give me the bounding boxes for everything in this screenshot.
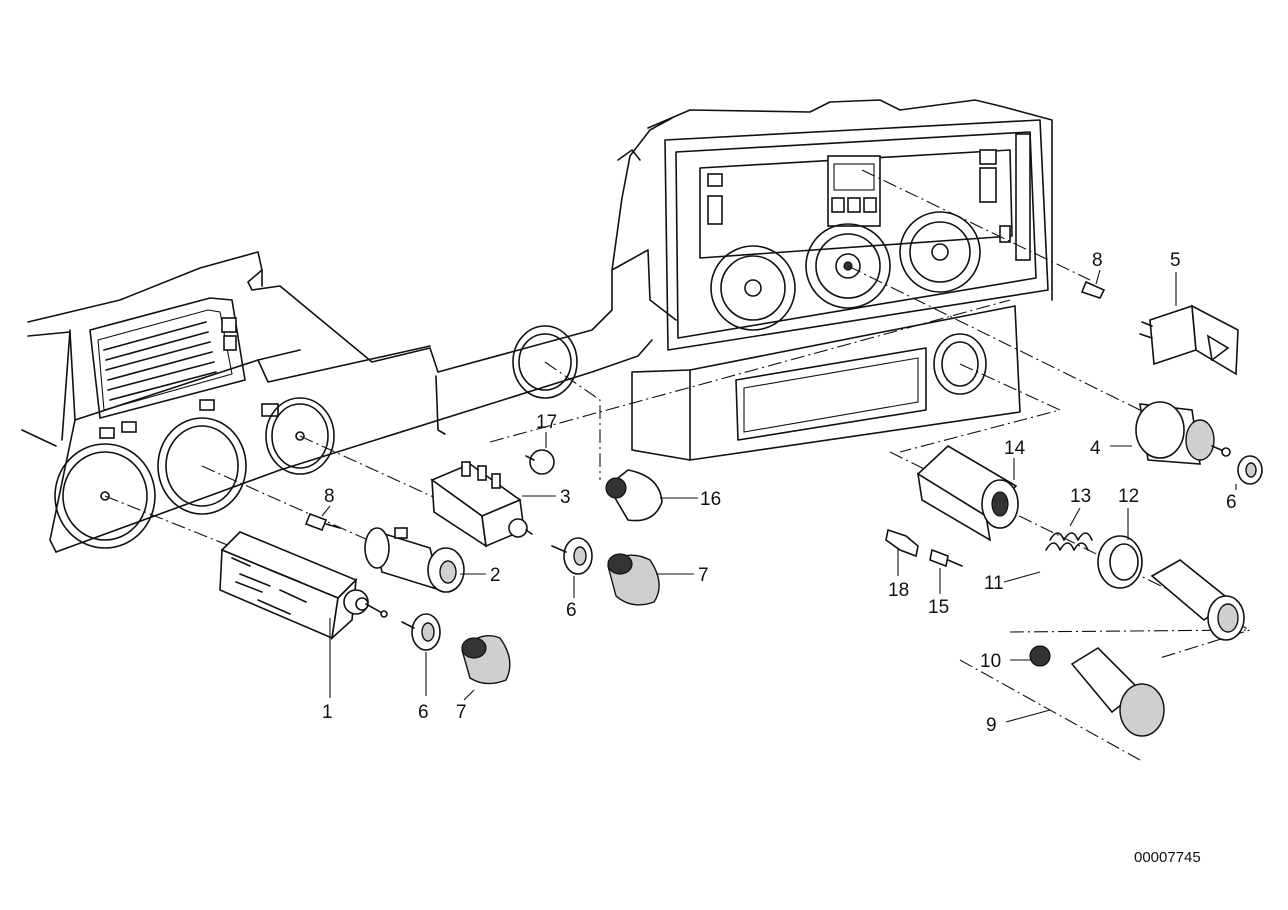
dashboard-left-panel: [21, 117, 673, 553]
callout-12: 12: [1118, 486, 1139, 507]
callout-16: 16: [700, 489, 721, 510]
callout-8-right: 8: [1092, 250, 1103, 271]
center-console: [611, 99, 1053, 461]
part-18-bulb-holder: [885, 528, 919, 558]
callout-18: 18: [888, 580, 909, 601]
part-2-switch-socket: [364, 527, 465, 593]
part-7-cap-left: [461, 635, 511, 685]
callout-6-right: 6: [1226, 492, 1237, 513]
part-8-bulb-left: [304, 512, 341, 532]
reference-number: 00007745: [1134, 849, 1201, 866]
part-6-knob-left: [401, 613, 441, 651]
part-14-housing: [916, 445, 1019, 542]
part-5-hazard-switch: [1139, 304, 1239, 376]
part-4-rotary-switch: [1135, 401, 1231, 465]
part-13-spring: [1045, 532, 1093, 551]
callout-9: 9: [986, 715, 997, 736]
part-1-control-unit: [219, 531, 388, 641]
part-9-lighter-element: [1070, 646, 1165, 737]
callout-6-left: 6: [418, 702, 429, 723]
part-6-knob-right: [1237, 455, 1263, 485]
leader-lines: [104, 169, 1252, 761]
part-8-bulb-right: [1080, 280, 1106, 299]
callout-14: 14: [1004, 438, 1026, 459]
part-16-cap: [605, 469, 663, 522]
part-15-bulb: [929, 548, 963, 568]
callout-leaders: [321, 269, 1237, 723]
callout-1: 1: [322, 702, 333, 723]
callout-15: 15: [928, 597, 949, 618]
callout-7-center: 7: [698, 565, 709, 586]
callout-11: 11: [984, 573, 1004, 594]
callout-7-left: 7: [456, 702, 467, 723]
callout-2: 2: [490, 565, 501, 586]
part-12-ring: [1097, 535, 1143, 589]
part-10-lighter-bulb: [1029, 645, 1051, 667]
callout-5: 5: [1170, 250, 1181, 271]
part-11-lighter-socket: [1150, 559, 1245, 641]
callout-8-left: 8: [324, 486, 335, 507]
callout-3: 3: [560, 487, 571, 508]
callout-10: 10: [980, 651, 1001, 672]
part-3-relay: [430, 461, 533, 548]
part-6-knob-center: [551, 537, 593, 575]
callout-17: 17: [536, 412, 557, 433]
part-17-clip: [525, 449, 555, 475]
callout-4: 4: [1090, 438, 1101, 459]
callout-6-center: 6: [566, 600, 577, 621]
callout-13: 13: [1070, 486, 1091, 507]
part-7-cap-center: [607, 553, 660, 606]
